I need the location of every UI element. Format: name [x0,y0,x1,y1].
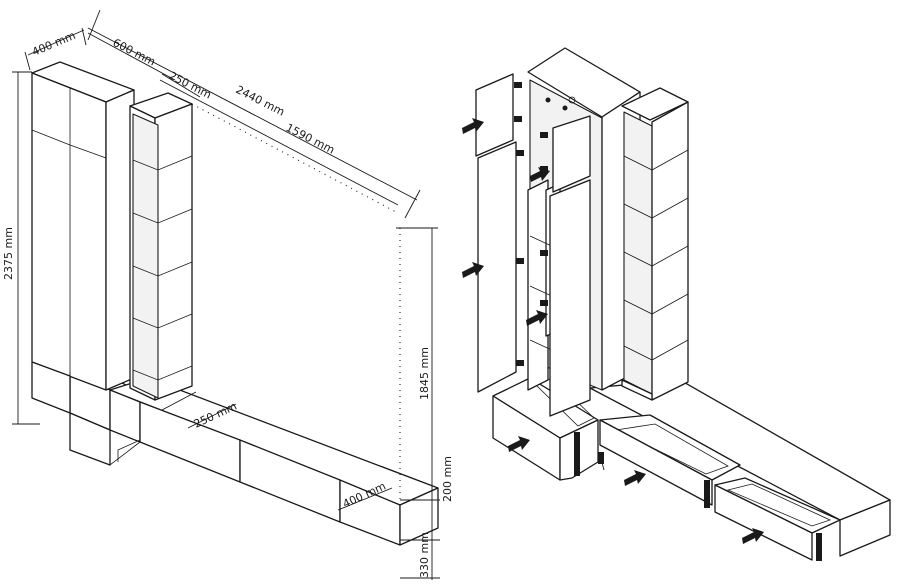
drawer-3 [714,477,841,561]
dim-label-bench-length: 1590 mm [284,121,337,157]
foot [598,452,604,464]
bench-base-right [589,379,891,557]
dim-label-width-wardrobe: 600 mm [111,36,158,68]
door-tall-left [477,141,517,393]
dim-label-depth-tall: 400 mm [30,29,77,59]
drawer-2 [599,414,741,508]
left-assembled-view: 400 mm 600 mm 250 mm 2440 mm 1590 mm 237… [2,9,454,580]
shelf-tower [129,92,193,401]
dim-label-total-width: 2440 mm [234,83,287,119]
arrow-icon [624,470,646,486]
door-upper-right [552,115,591,193]
arrow-icon [530,167,550,182]
dim-label-base-height: 330 mm [418,532,431,578]
assembly-arrows [462,118,764,544]
dimension-lines [12,9,440,580]
dim-label-drawer-height: 200 mm [441,456,454,502]
arrow-icon [742,528,764,544]
door-tall-right [549,179,591,417]
right-exploded-view [462,47,891,561]
arrow-icon [462,118,484,134]
shelf-tower-right [621,87,689,401]
door-upper-left [475,73,514,157]
arrow-icon [462,262,484,278]
wardrobe-tall [31,61,135,466]
dim-label-total-height: 2375 mm [2,227,15,280]
drawer-1 [492,377,599,481]
dim-label-inner-height: 1845 mm [418,347,431,400]
arrow-icon [508,436,530,452]
bench-unit [69,371,439,546]
shelf-lines [132,155,193,381]
arrow-icon [526,310,548,326]
